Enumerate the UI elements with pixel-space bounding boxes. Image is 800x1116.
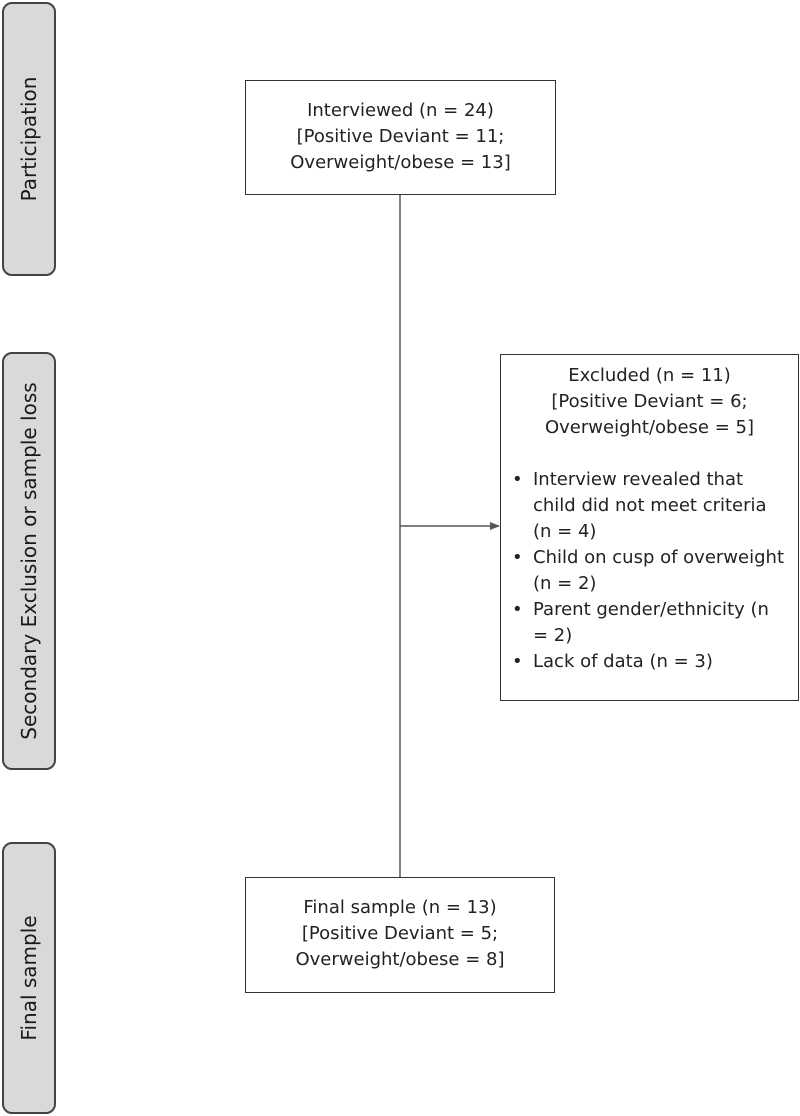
final-sample-overweight: Overweight/obese = 8]	[295, 949, 505, 970]
excluded-title: Excluded (n = 11)	[568, 365, 731, 386]
interviewed-positive-deviant: [Positive Deviant = 11;	[296, 126, 505, 147]
final-sample-positive-deviant: [Positive Deviant = 5;	[301, 923, 499, 944]
excluded-box: Excluded (n = 11) [Positive Deviant = 6;…	[500, 354, 799, 701]
interviewed-overweight: Overweight/obese = 13]	[290, 152, 511, 173]
final-sample-title: Final sample (n = 13)	[303, 897, 497, 918]
exclusion-reason: Parent gender/ethnicity (n = 2)	[501, 597, 788, 649]
stage-participation: Participation	[2, 2, 56, 276]
excluded-overweight: Overweight/obese = 5]	[544, 417, 754, 438]
exclusion-reason: Child on cusp of overweight (n = 2)	[501, 545, 788, 597]
final-sample-box: Final sample (n = 13) [Positive Deviant …	[245, 877, 555, 993]
exclusion-reasons-list: Interview revealed that child did not me…	[501, 467, 798, 675]
interviewed-title: Interviewed (n = 24)	[307, 100, 494, 121]
interviewed-box: Interviewed (n = 24) [Positive Deviant =…	[245, 80, 556, 195]
excluded-positive-deviant: [Positive Deviant = 6;	[551, 391, 748, 412]
exclusion-reason: Lack of data (n = 3)	[501, 649, 788, 675]
exclusion-reason: Interview revealed that child did not me…	[501, 467, 788, 545]
stage-secondary-exclusion: Secondary Exclusion or sample loss	[2, 352, 56, 770]
stage-final-sample: Final sample	[2, 842, 56, 1114]
